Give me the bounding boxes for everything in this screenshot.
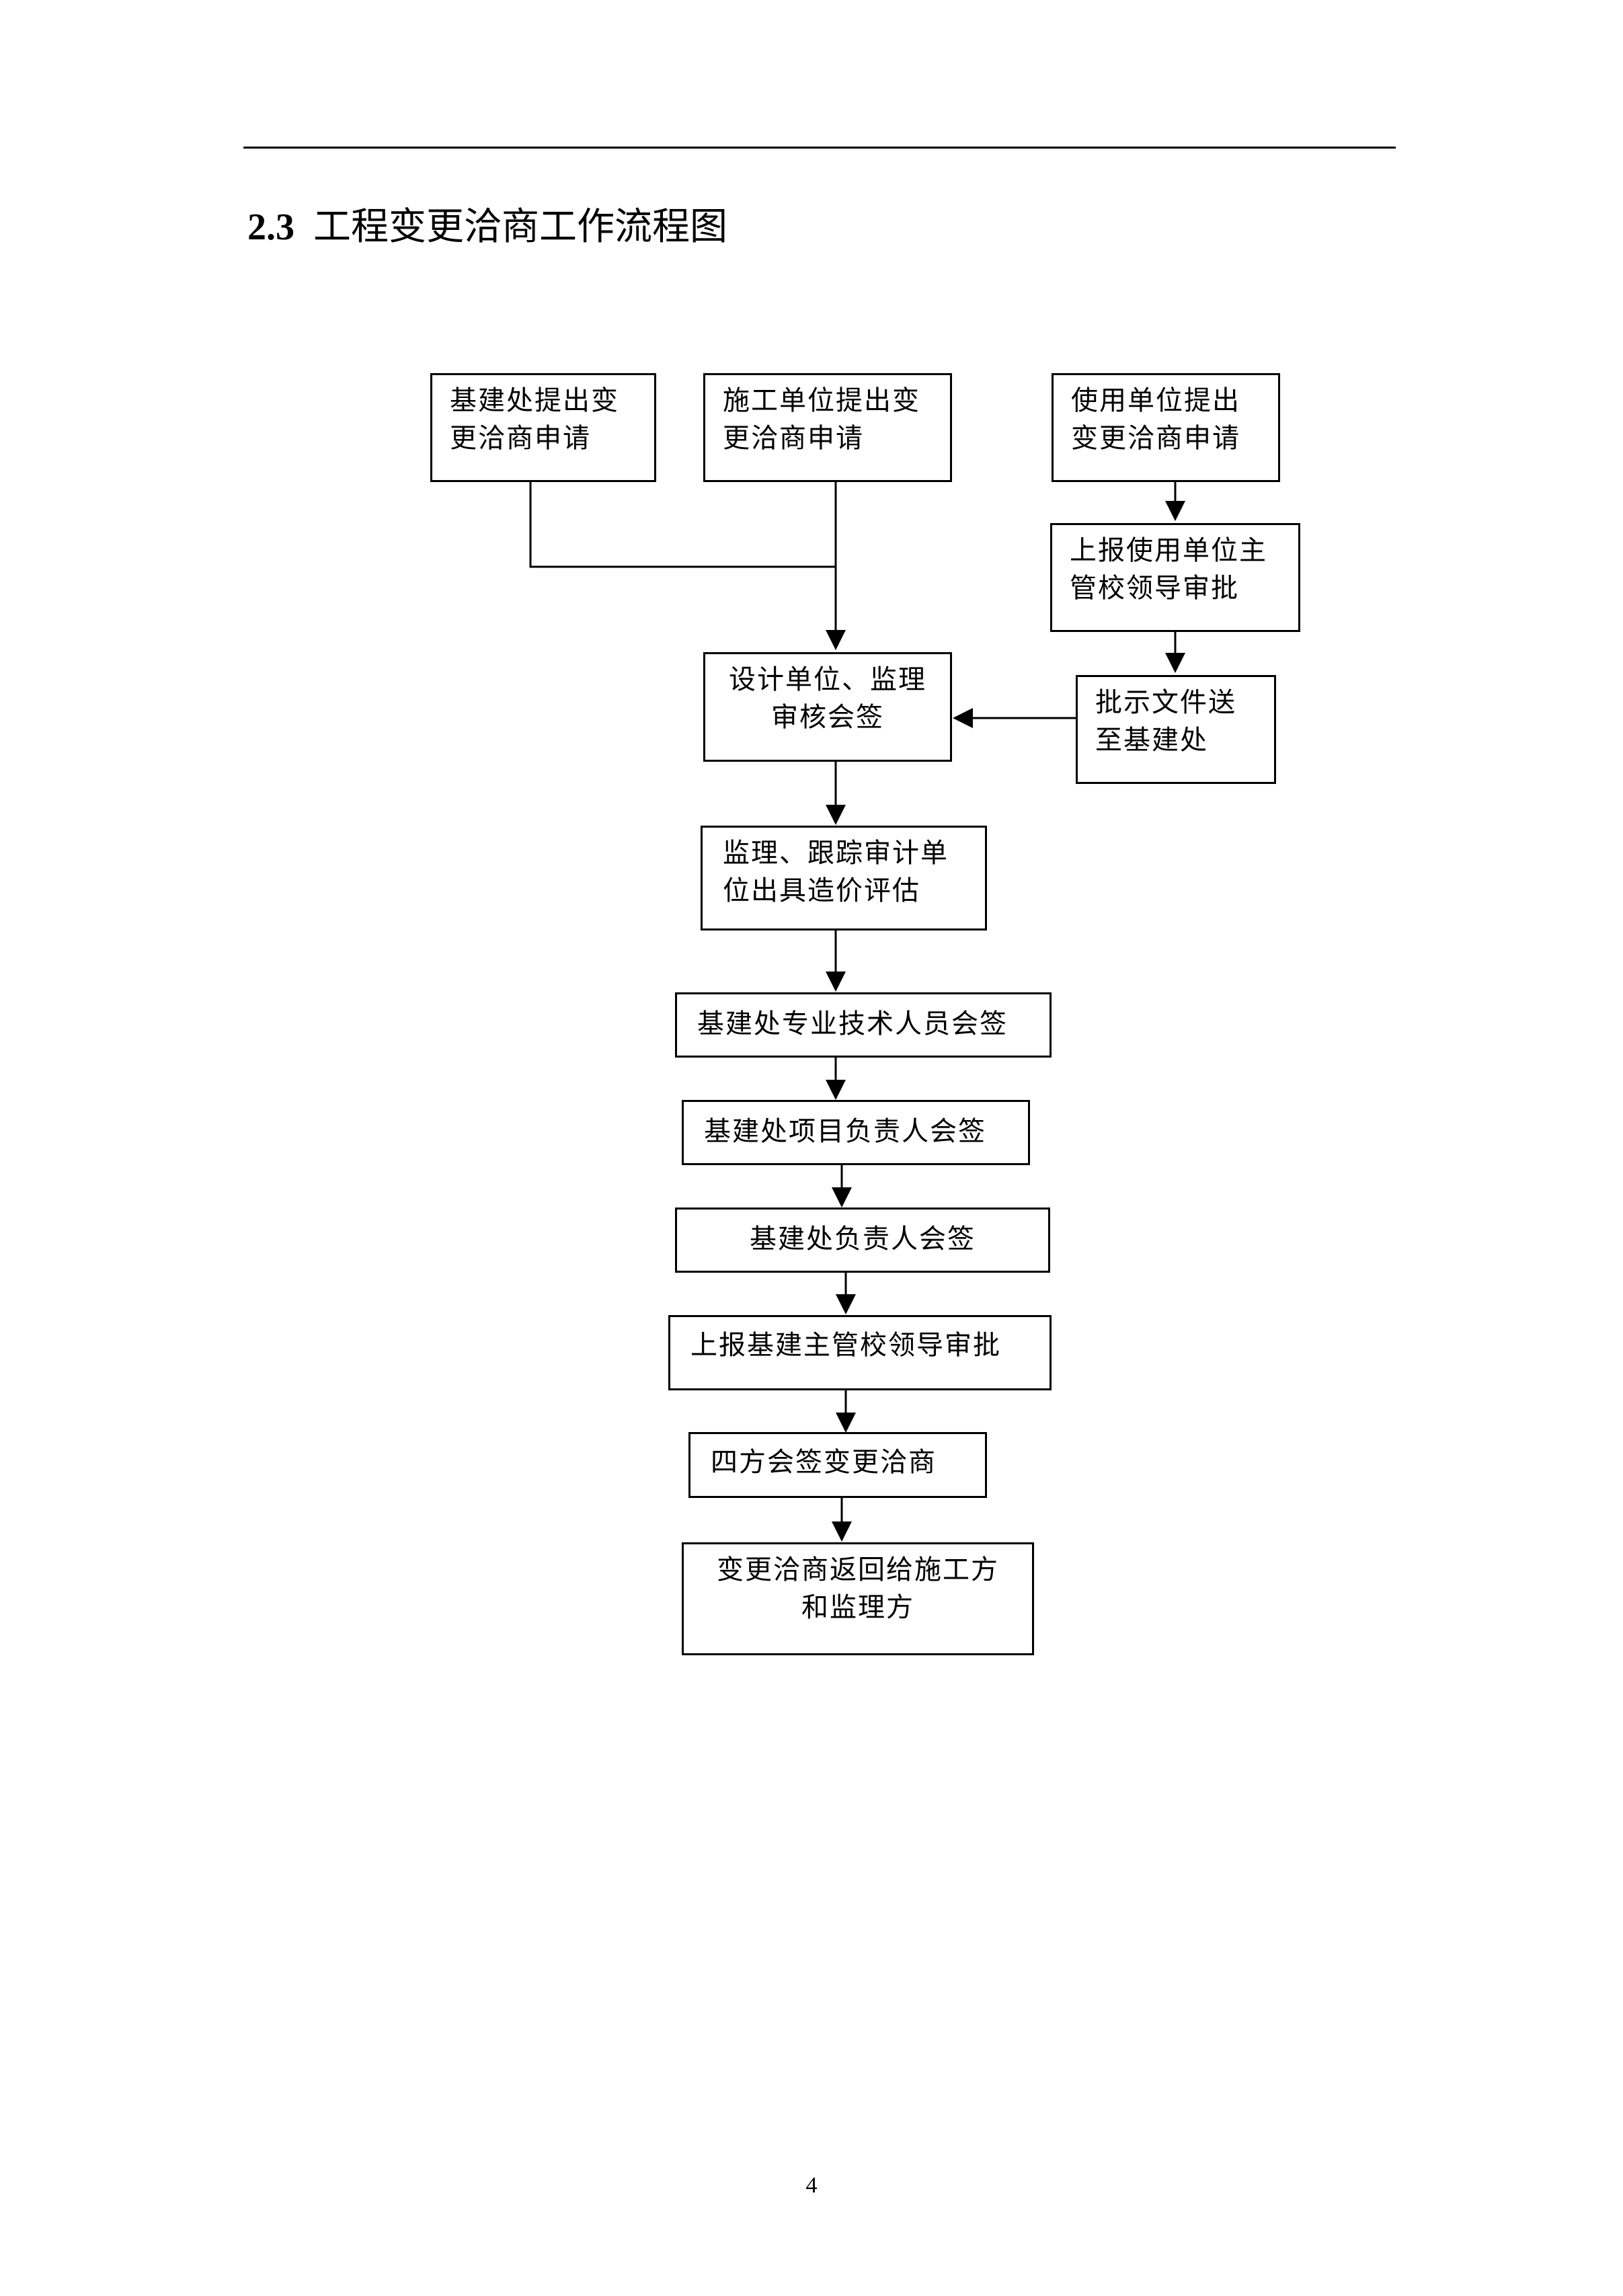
node-design-review-label: 设计单位、监理 审核会签	[729, 664, 926, 733]
node-jijianchu-apply-label: 基建处提出变 更洽商申请	[450, 385, 619, 454]
node-shigong-apply-label: 施工单位提出变 更洽商申请	[723, 385, 920, 454]
node-tech-sign-label: 基建处专业技术人员会签	[697, 1008, 1008, 1039]
node-project-lead-sign: 基建处项目负责人会签	[682, 1100, 1030, 1165]
node-four-party-label: 四方会签变更洽商	[711, 1447, 937, 1478]
node-shigong-apply: 施工单位提出变 更洽商申请	[703, 373, 952, 482]
node-pishi-file: 批示文件送 至基建处	[1076, 675, 1276, 784]
node-four-party: 四方会签变更洽商	[688, 1432, 987, 1498]
node-tech-sign: 基建处专业技术人员会签	[675, 992, 1052, 1058]
node-project-lead-sign-label: 基建处项目负责人会签	[704, 1116, 986, 1147]
node-head-sign-label: 基建处负责人会签	[750, 1224, 976, 1255]
node-cost-eval: 监理、跟踪审计单 位出具造价评估	[701, 826, 987, 931]
node-shiyong-apply: 使用单位提出 变更洽商申请	[1052, 373, 1280, 482]
node-return-label: 变更洽商返回给施工方 和监理方	[717, 1554, 999, 1623]
connector-jijianchu-merge	[529, 481, 836, 568]
section-number: 2.3	[247, 206, 294, 248]
section-title: 工程变更洽商工作流程图	[313, 205, 727, 249]
page-number: 4	[805, 2173, 818, 2198]
node-school-leader: 上报基建主管校领导审批	[668, 1315, 1052, 1390]
node-jijianchu-apply: 基建处提出变 更洽商申请	[430, 373, 656, 482]
node-design-review: 设计单位、监理 审核会签	[703, 652, 952, 762]
node-school-leader-label: 上报基建主管校领导审批	[690, 1330, 1001, 1361]
node-shiyong-apply-label: 使用单位提出 变更洽商申请	[1071, 385, 1240, 454]
node-shiyong-leader-label: 上报使用单位主 管校领导审批	[1070, 535, 1267, 604]
header-rule	[243, 147, 1396, 149]
node-pishi-file-label: 批示文件送 至基建处	[1095, 687, 1236, 756]
node-head-sign: 基建处负责人会签	[675, 1208, 1050, 1273]
node-shiyong-leader: 上报使用单位主 管校领导审批	[1050, 523, 1300, 632]
node-return: 变更洽商返回给施工方 和监理方	[682, 1542, 1034, 1655]
section-heading: 2.3 工程变更洽商工作流程图	[247, 196, 727, 251]
node-cost-eval-label: 监理、跟踪审计单 位出具造价评估	[723, 838, 949, 906]
